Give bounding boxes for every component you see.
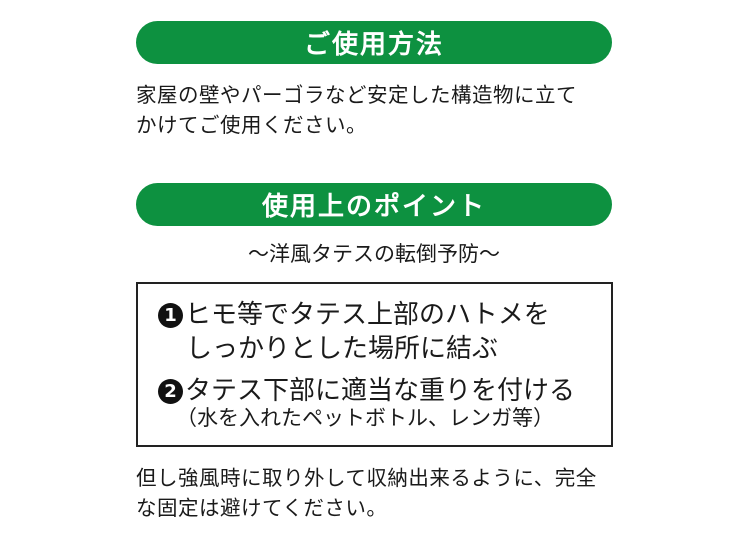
usage-text-line: 家屋の壁やパーゴラなど安定した構造物に立て bbox=[136, 83, 577, 107]
point-item-2-note: （水を入れたペットボトル、レンガ等） bbox=[176, 406, 554, 430]
note-text-line: な固定は避けてください。 bbox=[136, 496, 388, 520]
points-subtitle: ～洋風タテスの転倒予防～ bbox=[248, 242, 500, 266]
points-heading: 使用上のポイント bbox=[136, 183, 612, 226]
point-text: タテス下部に適当な重りを付ける bbox=[185, 376, 576, 406]
note-text-line: 但し強風時に取り外して収納出来るように、完全 bbox=[136, 466, 597, 490]
usage-text-line: かけてご使用ください。 bbox=[136, 113, 367, 137]
point-item-1-cont: しっかりとした場所に結ぶ bbox=[186, 334, 499, 364]
number-2-icon: 2 bbox=[158, 379, 183, 404]
number-1-icon: 1 bbox=[158, 303, 183, 328]
point-text: ヒモ等でタテス上部のハトメを bbox=[185, 300, 550, 330]
usage-heading: ご使用方法 bbox=[136, 21, 612, 64]
